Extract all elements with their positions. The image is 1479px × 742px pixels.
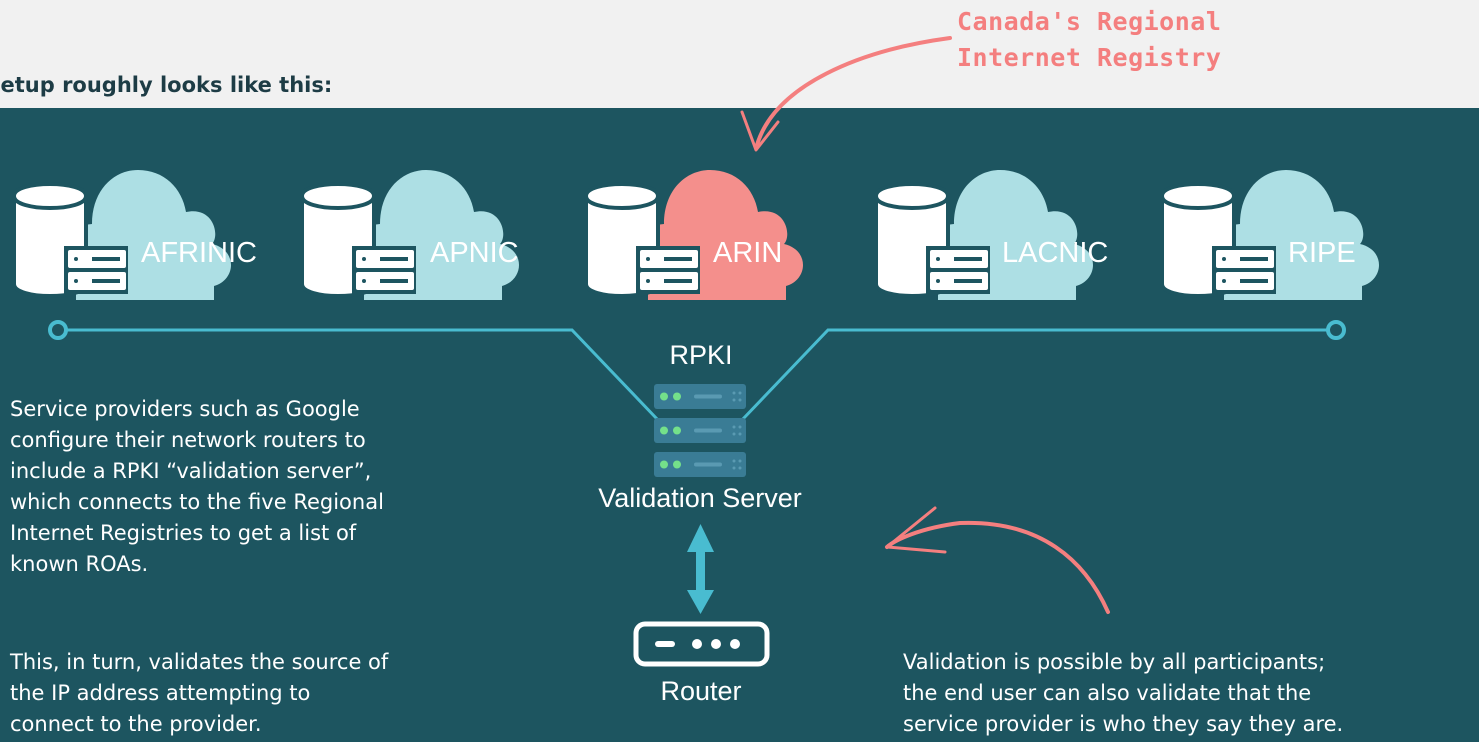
double-arrow-icon <box>687 524 714 614</box>
text-line: the end user can also validate that the <box>903 681 1312 705</box>
line-endpoint-left <box>48 320 68 340</box>
mini-server-icon <box>352 246 416 294</box>
rpki-title: RPKI <box>669 340 733 370</box>
curved-arrow-icon-top <box>740 36 952 152</box>
text-line: service provider is who they say they ar… <box>903 712 1344 736</box>
text-line: Validation is possible by all participan… <box>903 650 1326 674</box>
mini-server-icon <box>1212 246 1276 294</box>
text-line: which connects to the five Regional <box>10 490 384 514</box>
registry-icon-ripe <box>1160 170 1379 300</box>
rir-label-afrinic: AFRINIC <box>141 237 257 269</box>
registry-icon-apnic <box>300 170 519 300</box>
header-tab-label: setup roughly looks like this: <box>0 73 333 97</box>
rir-label-apnic: APNIC <box>430 237 519 269</box>
annotation-line-2: Internet Registry <box>957 43 1222 72</box>
header-tab <box>0 60 446 108</box>
text-line: include a RPKI “validation server”, <box>10 459 372 483</box>
annotation-line-1: Canada's Regional <box>957 7 1222 36</box>
mini-server-icon <box>926 246 990 294</box>
line-endpoint-right <box>1326 320 1346 340</box>
text-line: known ROAs. <box>10 552 149 576</box>
curved-arrow-icon-bottom <box>885 506 1110 614</box>
router-label: Router <box>660 676 742 706</box>
text-line: the IP address attempting to <box>10 681 311 705</box>
text-line: connect to the provider. <box>10 712 262 736</box>
text-line: Service providers such as Google <box>10 397 360 421</box>
registry-icon-afrinic <box>12 170 231 300</box>
rir-connection-line <box>58 328 1336 422</box>
registry-icon-arin <box>584 170 803 300</box>
left-paragraph-2: This, in turn, validates the source of t… <box>10 647 388 740</box>
left-paragraph-1: Service providers such as Google configu… <box>10 394 384 580</box>
router-icon <box>633 621 770 667</box>
text-line: configure their network routers to <box>10 428 366 452</box>
rir-label-ripe: RIPE <box>1288 237 1356 269</box>
server-rack-icon <box>654 384 746 477</box>
registry-icon-lacnic <box>874 170 1093 300</box>
mini-server-icon <box>636 246 700 294</box>
text-line: Internet Registries to get a list of <box>10 521 357 545</box>
text-line: This, in turn, validates the source of <box>10 650 389 674</box>
rir-label-lacnic: LACNIC <box>1002 237 1109 269</box>
mini-server-icon <box>64 246 128 294</box>
right-paragraph: Validation is possible by all participan… <box>903 647 1343 740</box>
rpki-subtitle: Validation Server <box>598 483 802 513</box>
rir-label-arin: ARIN <box>713 237 783 269</box>
